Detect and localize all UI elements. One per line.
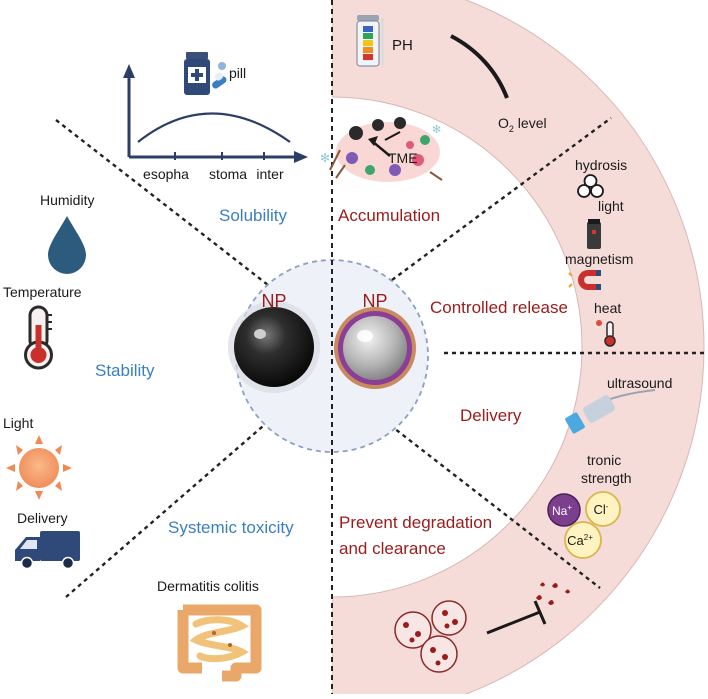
np-label-right: NP [362,291,387,311]
na-ion-icon: Na+ [547,493,581,527]
pill-label: pill [229,65,246,81]
svg-text:Na+: Na+ [552,503,572,518]
svg-text:Cl-: Cl- [594,502,609,517]
systemic-toxicity-label: Systemic toxicity [168,518,294,537]
ionic-strength-line2: strength [581,470,632,486]
light-label-left: Light [3,415,33,431]
delivery-label-right: Delivery [460,406,522,425]
ca-ion-icon: Ca2+ [564,521,602,559]
tme-illustration: ✻ ✻ [320,117,443,182]
svg-text:Ca2+: Ca2+ [567,533,593,548]
capsule-icon [212,62,227,89]
hydrosis-label: hydrosis [575,157,627,173]
truck-icon [15,531,80,570]
magnet-icon [568,270,601,290]
x-tick-stoma: stoma [209,166,247,182]
np-label-left: NP [261,291,286,311]
flashlight-icon [587,219,601,249]
pill-bottle-icon [184,52,210,95]
solubility-curve [137,112,291,143]
heat-label: heat [594,300,621,316]
degradation-fragments-icon [536,582,570,605]
o2-level-rest: level [514,115,547,131]
heat-thermometer-icon [596,320,616,347]
ph-strip-icon [356,15,384,67]
ultrasound-probe-icon [565,389,656,434]
np-sphere-plain [228,301,320,393]
ultrasound-label: ultrasound [607,375,672,391]
cl-ion-icon: Cl- [585,491,621,527]
prevent-degradation-line1: Prevent degradation [339,513,492,532]
accumulation-label: Accumulation [338,206,440,225]
np-sphere-coated [334,307,416,389]
controlled-release-label: Controlled release [430,298,568,317]
o2-level-label: O2 level [498,115,547,134]
hydrosis-icon [577,174,604,198]
light-label-right: light [598,198,624,214]
prevent-degradation-line2: and clearance [339,539,446,558]
svg-text:✻: ✻ [432,124,441,136]
temperature-label: Temperature [3,284,82,300]
o2-subscript: 2 [509,124,514,134]
o2-o: O [498,115,509,131]
degraded-nanoparticles-icon [394,600,467,673]
sun-icon [6,435,72,500]
dashed-spokes [55,117,706,598]
o2-gradient-arc [450,34,509,99]
x-tick-esopha: esopha [143,166,189,182]
water-drop-icon [48,216,86,274]
ionic-strength-line1: tronic [587,452,621,468]
inhibition-icon [486,600,547,635]
humidity-label: Humidity [40,192,94,208]
solubility-chart: esopha stoma inter [123,64,308,182]
intestine-icon [177,604,262,682]
x-tick-inter: inter [256,166,284,182]
stability-label: Stability [95,361,155,380]
solubility-label: Solubility [219,206,288,225]
magnetism-label: magnetism [565,251,633,267]
tme-label: TME [388,150,418,166]
delivery-label-left: Delivery [17,510,68,526]
svg-text:✻: ✻ [320,151,330,165]
thermometer-icon [24,305,53,370]
dermatitis-label: Dermatitis colitis [157,578,259,594]
ph-label: PH [392,37,413,54]
